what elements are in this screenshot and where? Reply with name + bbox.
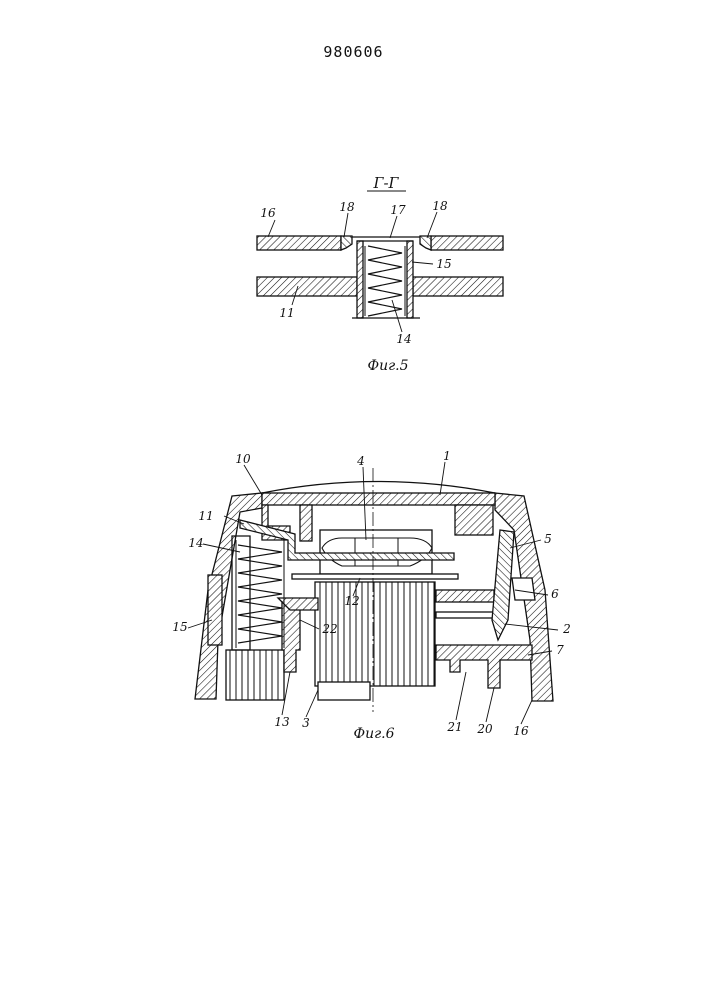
fig6-cap-arc xyxy=(262,482,495,494)
fig6-label-3: 3 xyxy=(302,716,310,730)
fig6-label-22: 22 xyxy=(321,622,337,636)
fig5-bottom-plate-right xyxy=(413,277,503,296)
fig5-spring xyxy=(368,246,402,316)
fig6-spring xyxy=(238,545,282,643)
fig5-label-18-right: 18 xyxy=(432,199,448,213)
fig6-label-15: 15 xyxy=(172,620,187,634)
fig6-label-5: 5 xyxy=(544,532,552,546)
fig5-top-plate-left xyxy=(257,236,341,250)
fig6-label-13: 13 xyxy=(274,715,290,729)
fig6-label-6: 6 xyxy=(551,587,559,601)
fig6-label-10: 10 xyxy=(235,452,251,466)
fig5-latch-right xyxy=(420,236,431,250)
fig5-label-18-left: 18 xyxy=(339,200,355,214)
fig6-label-4: 4 xyxy=(356,454,365,468)
fig6-label-1: 1 xyxy=(443,449,451,463)
fig5-section-label: Г-Г xyxy=(373,174,400,192)
fig6-label-2: 2 xyxy=(562,622,571,636)
fig6-label-12: 12 xyxy=(344,594,359,608)
fig6-lever xyxy=(492,530,514,640)
figure-6-section xyxy=(188,462,558,724)
fig6-label-21: 21 xyxy=(446,720,462,734)
fig5-label-15: 15 xyxy=(436,257,451,271)
fig6-top-plate xyxy=(262,493,495,505)
fig5-caption: Фиг.5 xyxy=(367,358,408,374)
fig5-latch-left xyxy=(341,236,352,250)
fig6-caption: Фиг.6 xyxy=(353,726,394,742)
fig6-label-11: 11 xyxy=(198,509,213,523)
fig5-sleeve-left xyxy=(357,241,363,318)
fig5-label-16: 16 xyxy=(260,206,276,220)
fig5-sleeve-right xyxy=(407,241,413,318)
fig5-top-plate-right xyxy=(431,236,503,250)
fig6-label-7: 7 xyxy=(556,643,564,657)
fig5-bottom-plate-left xyxy=(257,277,357,296)
fig6-label-14: 14 xyxy=(188,536,203,550)
fig5-label-14: 14 xyxy=(396,332,411,346)
fig5-label-17: 17 xyxy=(390,203,406,217)
fig6-left-block xyxy=(226,650,284,700)
fig6-base-right xyxy=(436,645,532,688)
fig5-label-11: 11 xyxy=(279,306,294,320)
fig6-label-20: 20 xyxy=(476,722,493,736)
fig6-label-16: 16 xyxy=(513,724,529,738)
